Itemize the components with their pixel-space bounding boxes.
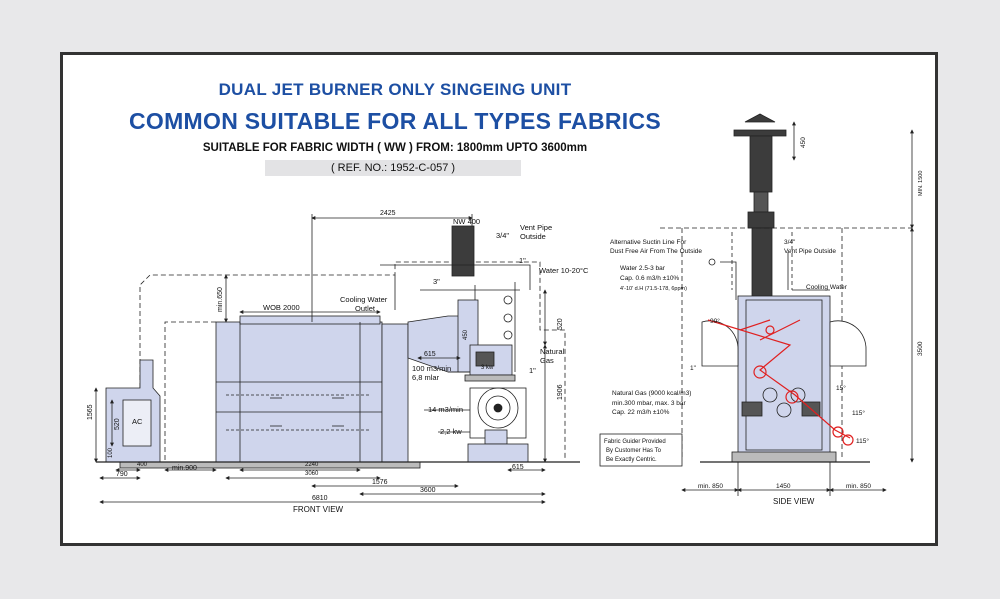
reference-number: ( REF. NO.: 1952-C-057 ) <box>265 160 521 176</box>
motor-22kw-label: 2,2 kw <box>440 427 462 436</box>
dim-615a: 615 <box>424 351 436 358</box>
water-inlet-label: Water 10-20°C <box>539 266 589 275</box>
water-piping <box>380 264 531 310</box>
wob-label: WOB 2000 <box>263 303 300 312</box>
side-view <box>599 113 914 496</box>
dim-520: 520 <box>557 318 564 330</box>
guider-note-2: By Customer Has To <box>606 448 662 454</box>
side-cooling-water-label: Cooling Water <box>806 284 848 291</box>
guider-note-1: Fabric Guider Provided <box>604 439 666 445</box>
side-pipe-1-label: 1" <box>690 365 697 372</box>
flow-14-label: 14 m3/min <box>428 405 463 414</box>
pipe-1a-label: 1" <box>519 256 526 265</box>
vent-pipe-label: Vent Pipe <box>520 223 552 232</box>
dim-100: 100 <box>108 447 114 458</box>
drawing-title: DUAL JET BURNER ONLY SINGEING UNIT <box>218 80 572 99</box>
dim-1576: 1576 <box>372 479 388 486</box>
natural-gas-label-1: Natural <box>540 347 565 356</box>
dim-min650: min.650 <box>217 287 224 312</box>
dim-3060: 3060 <box>305 471 319 477</box>
pipe-34-label: 3/4" <box>496 231 509 240</box>
natural-gas-label-2: Gas <box>540 356 554 365</box>
motor-3kw-label: 3 kw <box>481 365 494 371</box>
side-dim-450: 450 <box>800 137 807 148</box>
gas-spec-1: Natural Gas (9000 kcal/m3) <box>612 390 691 397</box>
dim-1906: 1906 <box>557 384 564 400</box>
dim-min900: min.900 <box>172 465 197 472</box>
side-dim-min1500: MIN. 1500 <box>918 171 924 196</box>
front-view <box>94 214 580 504</box>
exhaust-chimney <box>451 225 475 277</box>
flow-100-label: 100 m3/min <box>412 364 451 373</box>
pipe-3-label: 3" <box>433 277 440 286</box>
side-dim-min850a: min. 850 <box>698 483 723 490</box>
angle-15-label: 15° <box>836 384 846 392</box>
dim-450: 450 <box>463 329 469 340</box>
drawing-subtitle: COMMON SUITABLE FOR ALL TYPES FABRICS <box>128 108 661 134</box>
side-vent-34-label: 3/4" <box>784 239 796 246</box>
dim-520b: 520 <box>114 418 121 430</box>
side-chimney <box>749 135 773 193</box>
pressure-label: 6,8 mlar <box>412 373 440 382</box>
angle-115a-label: 115° <box>852 409 865 417</box>
dim-1565: 1565 <box>87 404 94 420</box>
dim-2240: 2240 <box>305 462 319 468</box>
fabric-width-spec: SUITABLE FOR FABRIC WIDTH ( WW ) FROM: 1… <box>202 142 588 154</box>
dim-2425: 2425 <box>380 210 396 217</box>
alt-suction-label-2: Dust Free Air From The Outside <box>610 248 702 255</box>
side-machine-body <box>737 295 831 457</box>
pipe-1b-label: 1" <box>529 366 536 375</box>
dim-790: 790 <box>116 471 128 478</box>
fabric-path <box>707 319 854 446</box>
side-view-caption: SIDE VIEW <box>773 497 815 506</box>
dim-6810: 6810 <box>312 495 328 502</box>
guider-note-3: Be Exactly Centric. <box>606 457 657 463</box>
angle-90-label: 90° <box>710 317 720 325</box>
dim-400: 400 <box>137 462 148 468</box>
vent-outside-label: Outside <box>520 232 546 241</box>
gas-spec-3: Cap. 22 m3/h ±10% <box>612 409 670 416</box>
singeing-machine-body <box>215 321 383 463</box>
water-spec-3: 4'-10' d.H (71.5-178, 6ppm) <box>620 286 687 292</box>
fabric-guider-note-box <box>599 433 683 467</box>
angle-115b-label: 115° <box>856 437 869 445</box>
side-dim-min850b: min. 850 <box>846 483 871 490</box>
water-spec-1: Water 2.5-3 bar <box>620 265 666 272</box>
cooling-water-label: Cooling Water <box>340 295 388 304</box>
dim-3600: 3600 <box>420 487 436 494</box>
side-dim-3500: 3500 <box>917 341 924 356</box>
gas-spec-2: min.300 mbar, max. 3 bar <box>612 400 687 407</box>
side-vent-pipe-label: Vent Pipe Outside <box>784 248 836 255</box>
nw400-label: NW 400 <box>453 217 480 226</box>
alt-suction-label-1: Alternative Suctin Line For <box>610 239 687 246</box>
ac-unit-label: AC <box>132 417 143 426</box>
cooling-outlet-label: Outlet <box>355 304 376 313</box>
front-view-caption: FRONT VIEW <box>293 505 344 514</box>
side-dim-1450: 1450 <box>776 483 791 490</box>
dim-615b: 615 <box>512 464 524 471</box>
water-spec-2: Cap. 0.6 m3/h ±10% <box>620 275 679 282</box>
front-envelope-outline <box>139 261 566 460</box>
